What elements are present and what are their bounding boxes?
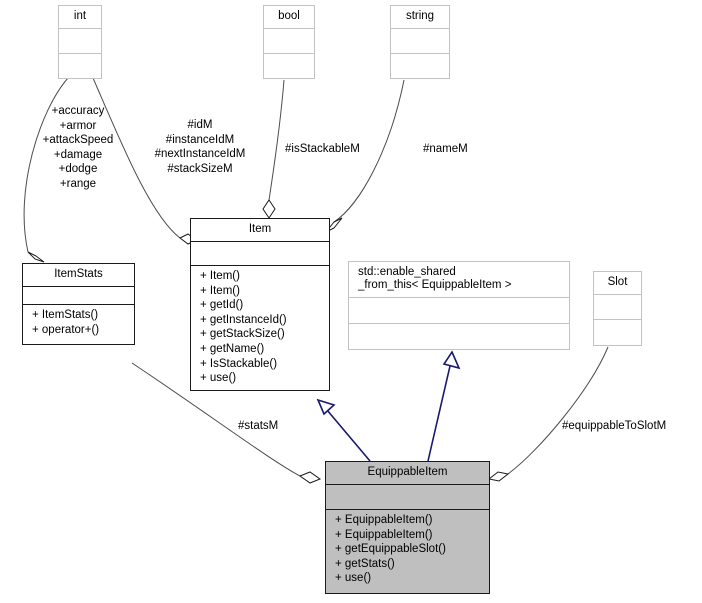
edge-bool-to-item: [268, 79, 285, 201]
class-operations-int: [59, 54, 101, 78]
operation-item: + operator+(): [32, 323, 100, 336]
class-title-line2: _from_this< EquippableItem >: [358, 279, 512, 291]
edge-itemstats-to-equippableitem: [131, 362, 301, 477]
class-operations-bool: [264, 54, 314, 78]
class-attributes-equippableitem: [326, 485, 489, 510]
operation-item: + ItemStats(): [32, 309, 99, 321]
class-node-int[interactable]: int: [58, 5, 102, 79]
edge-equippableitem-inherits-item: [326, 409, 371, 462]
class-node-item[interactable]: Item + Item() + Item() + getId() + getIn…: [190, 218, 330, 391]
class-attributes-slot: [594, 295, 641, 320]
class-attributes-itemstats: [23, 287, 134, 305]
class-attributes-string: [391, 29, 449, 54]
aggregation-diamond-itemstats-top: [27, 251, 45, 263]
edge-label-slot-to-equippableitem: #equippableToSlotM: [562, 420, 667, 432]
class-operations-equippableitem: + EquippableItem() + EquippableItem() + …: [326, 510, 489, 593]
operation-item: + use(): [200, 372, 237, 385]
edge-int-to-itemstats: [23, 77, 69, 253]
edge-string-to-item: [333, 79, 405, 223]
aggregation-diamond-item-top: [262, 199, 276, 219]
class-title-slot: Slot: [594, 272, 641, 295]
operation-item: + getName(): [200, 342, 265, 355]
class-attributes-item: [191, 242, 329, 266]
operation-item: + IsStackable(): [200, 357, 278, 370]
class-title-line1: std::enable_shared: [358, 266, 456, 278]
class-attributes-bool: [264, 29, 314, 54]
edge-label-string-to-item: #nameM: [423, 143, 468, 155]
class-node-itemstats[interactable]: ItemStats + ItemStats() + operator+(): [22, 263, 135, 345]
operation-item: + Item(): [200, 284, 240, 297]
class-node-string[interactable]: string: [390, 5, 450, 79]
edge-label-int-to-itemstats: +accuracy +armor +attackSpeed +damage +d…: [42, 105, 114, 190]
class-operations-item: + Item() + Item() + getId() + getInstanc…: [191, 266, 329, 390]
operation-item: + EquippableItem(): [335, 528, 433, 541]
operation-item: + getEquippableSlot(): [335, 543, 446, 556]
class-node-slot[interactable]: Slot: [593, 271, 642, 346]
edge-label-bool-to-item: #isStackableM: [285, 143, 360, 155]
edge-label-itemstats-to-equippableitem: #statsM: [238, 420, 279, 432]
operation-item: + getStats(): [335, 557, 395, 570]
class-attributes-int: [59, 29, 101, 54]
operation-item: + EquippableItem(): [335, 514, 433, 526]
class-operations-string: [391, 54, 449, 78]
class-title-enable-shared-from-this: std::enable_shared_from_this< Equippable…: [349, 262, 569, 298]
inheritance-arrowhead-enable-shared: [442, 350, 461, 370]
inheritance-arrowhead-item: [316, 398, 336, 416]
edge-int-to-item: [92, 77, 181, 239]
operation-item: + Item(): [200, 270, 240, 282]
class-title-itemstats: ItemStats: [23, 264, 134, 287]
class-attributes-enable-shared-from-this: [349, 298, 569, 324]
class-title-int: int: [59, 6, 101, 29]
operation-item: + getInstanceId(): [200, 313, 287, 326]
class-title-string: string: [391, 6, 449, 29]
class-title-item: Item: [191, 219, 329, 242]
class-node-bool[interactable]: bool: [263, 5, 315, 79]
aggregation-diamond-equippableitem-right: [487, 471, 510, 482]
edge-label-int-to-item: #idM #instanceIdM #nextInstanceIdM #stac…: [154, 119, 246, 175]
class-operations-slot: [594, 320, 641, 345]
edge-slot-to-equippableitem: [507, 346, 609, 475]
class-operations-itemstats: + ItemStats() + operator+(): [23, 305, 134, 344]
aggregation-diamond-equippableitem-left: [298, 471, 322, 484]
class-title-bool: bool: [264, 6, 314, 29]
operation-item: + getStackSize(): [200, 328, 285, 341]
class-title-equippableitem: EquippableItem: [326, 462, 489, 485]
class-operations-enable-shared-from-this: [349, 324, 569, 349]
class-node-equippableitem[interactable]: EquippableItem + EquippableItem() + Equi…: [325, 461, 490, 594]
operation-item: + getId(): [200, 299, 244, 312]
operation-item: + use(): [335, 572, 372, 585]
class-node-enable-shared-from-this[interactable]: std::enable_shared_from_this< Equippable…: [348, 261, 570, 350]
edge-equippableitem-inherits-enable-shared: [427, 365, 451, 462]
